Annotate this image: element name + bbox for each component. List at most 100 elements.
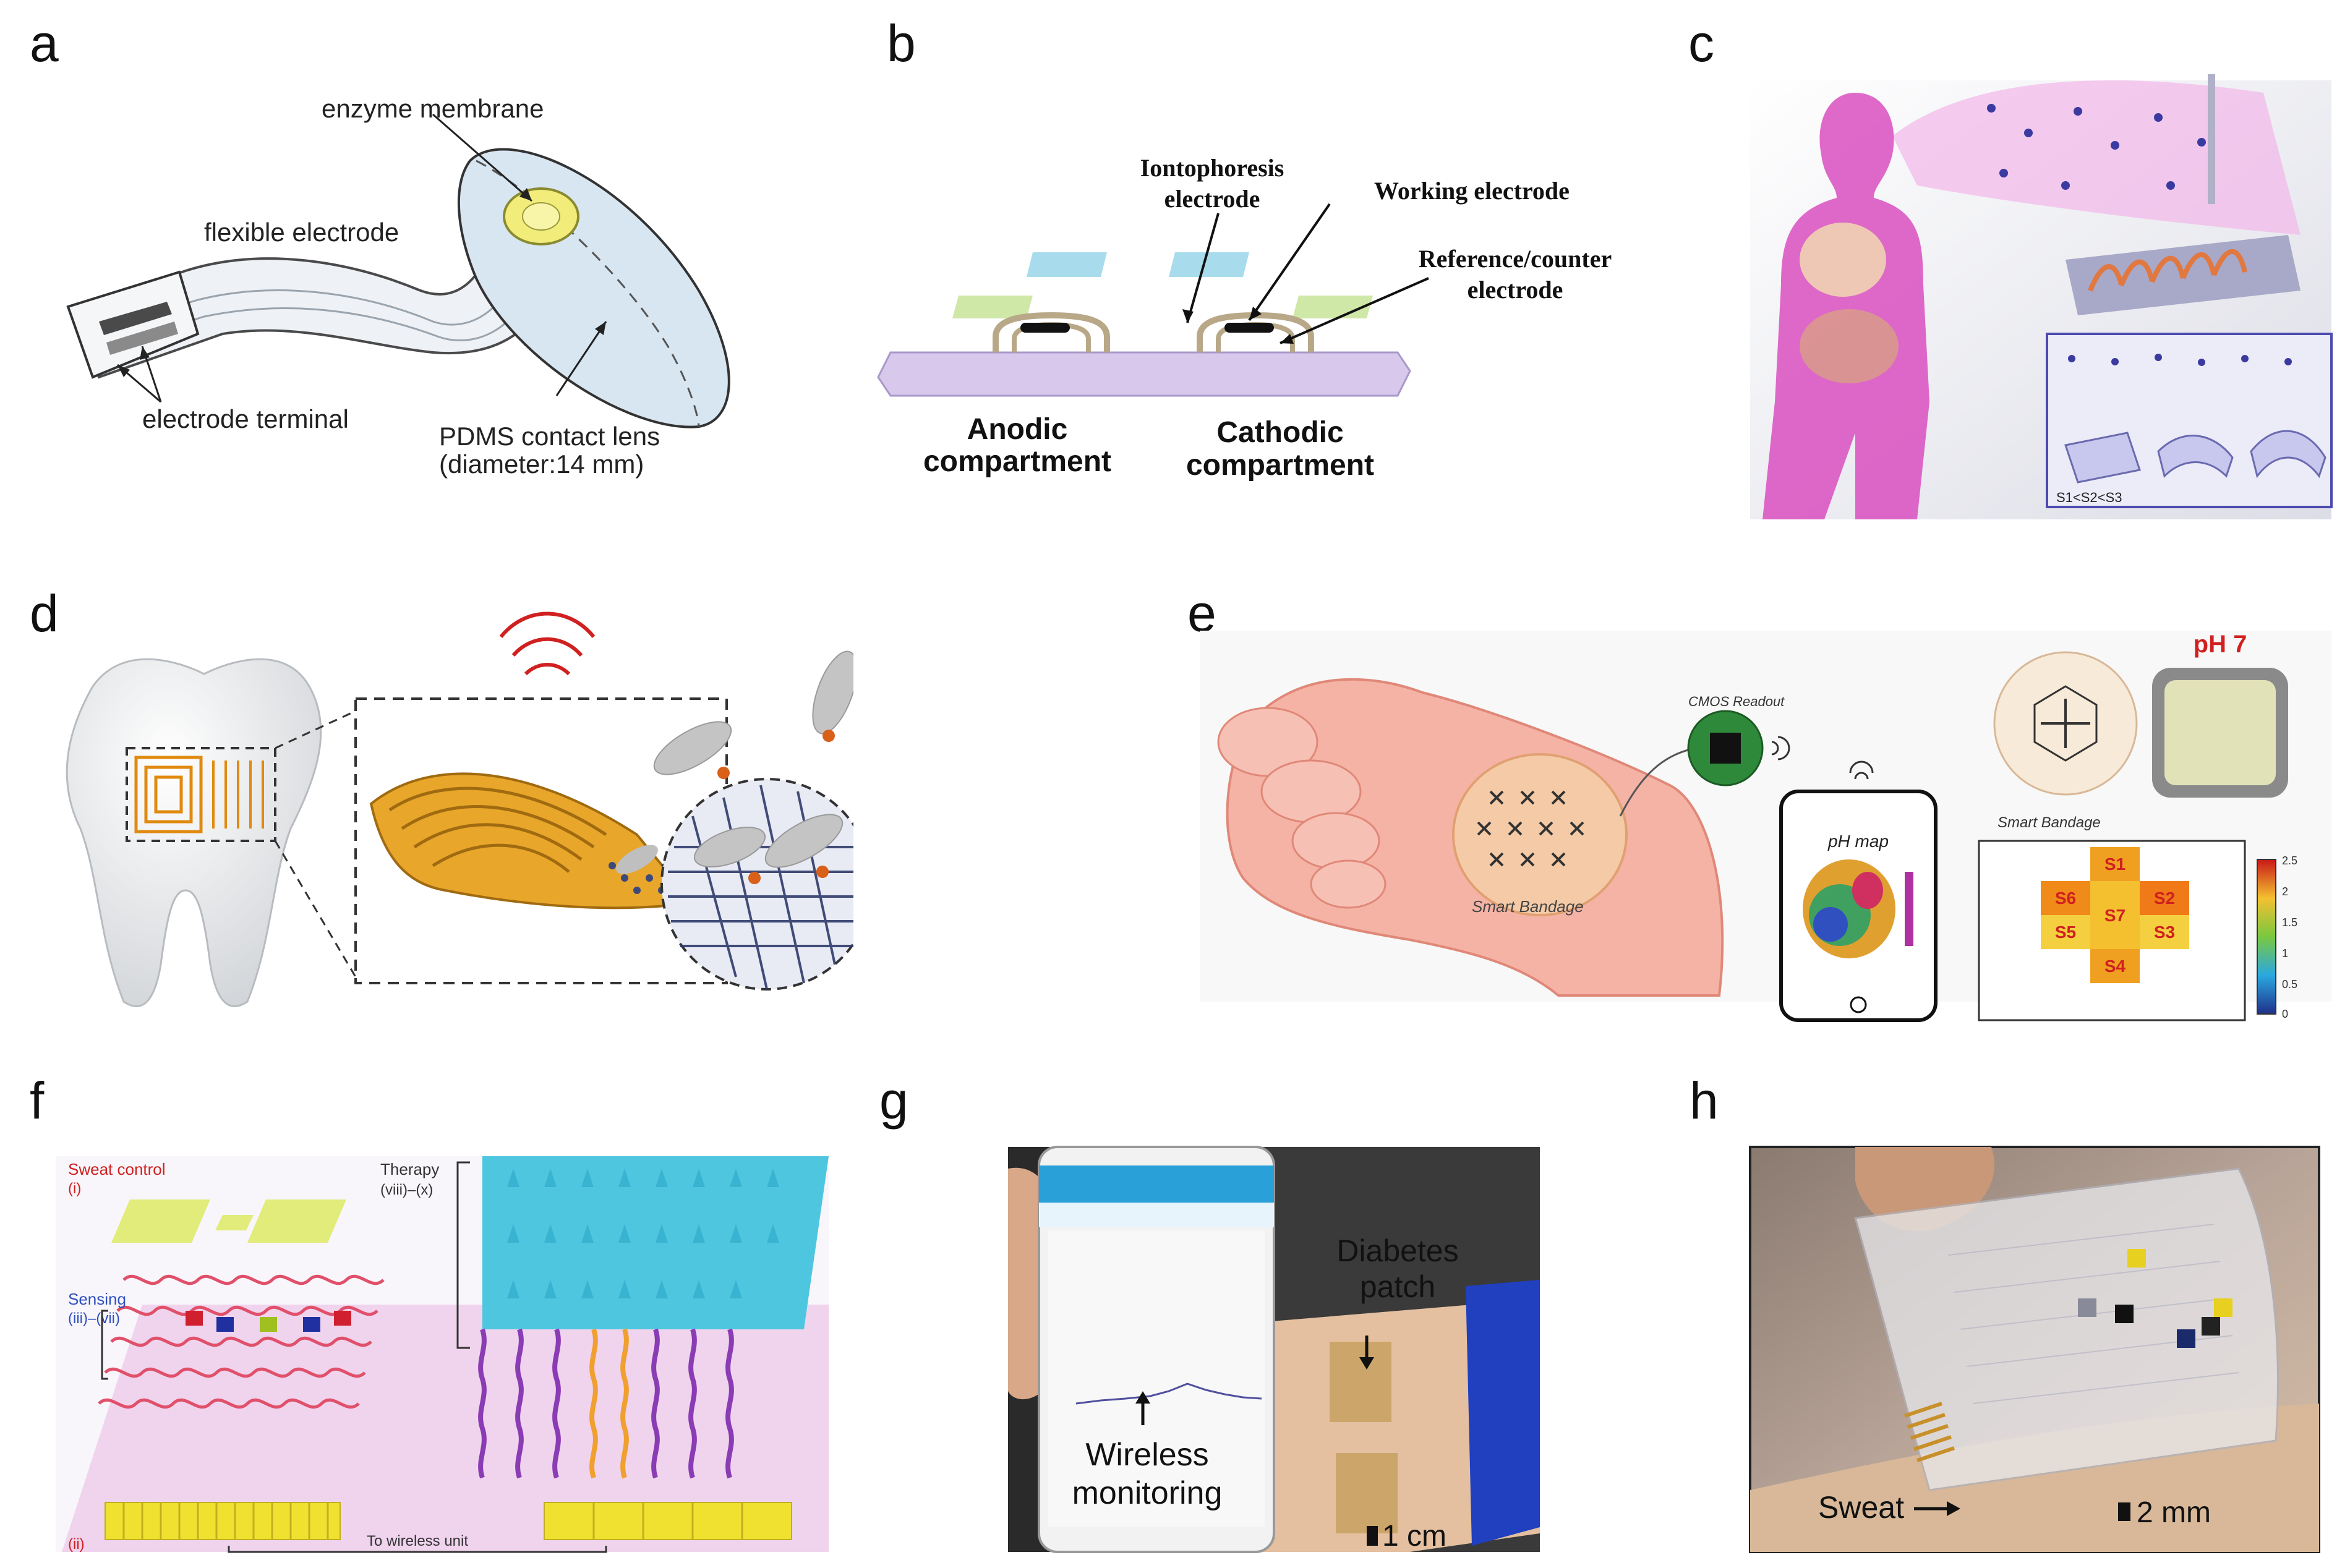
colorbar-tick-1.5: 1.5 [2282,916,2297,929]
panel-b: b Iontophoresis electrode Working electr… [853,0,1657,532]
substrate [877,351,1411,397]
label-smart-bandage-foot: Smart Bandage [1472,897,1584,916]
panel-label-d: d [30,584,59,642]
label-ph-map: pH map [1827,832,1889,851]
sensor-cell-s6 [2041,881,2090,915]
diabetes-patch-lower [1336,1453,1398,1533]
sensor-label-s7: S7 [2104,906,2126,925]
label-flexible-electrode: flexible electrode [204,218,399,247]
label-electrode-terminal: electrode terminal [142,404,349,433]
panel-d: d [0,569,853,1039]
heatmap-colorbar [2257,859,2276,1015]
intestines [1800,309,1899,383]
panel-label-c: c [1688,14,1714,72]
label-cathodic: Cathodic [1216,416,1343,449]
bacteria [653,650,853,868]
sweat-control-pad-mid [215,1215,254,1230]
diabetes-patch-upper [1330,1342,1391,1422]
graphene-lattice [660,778,853,991]
vapor-molecules [1987,104,2206,190]
panel-h: h Sweat [1670,1057,2337,1568]
diabetes-patch-photo: Diabetes patch Wireless monitoring 1 cm [1008,1146,1540,1553]
label-sweat-i: (i) [68,1180,81,1197]
label-therapy-range: (viii)–(x) [380,1182,433,1198]
sweat-control-pad-left [111,1199,210,1243]
contact-pads-left [105,1502,341,1540]
sensor-red-2 [334,1311,351,1326]
label-cmos-readout: CMOS Readout [1688,694,1785,709]
sensor-navy [2177,1329,2195,1348]
gold-contacts [1904,1402,1955,1462]
sweat-patch-illustration: Sweat control (i) Therapy (viii)–(x) [56,1156,829,1553]
sleeve [1466,1280,1540,1546]
sensor-black [2115,1305,2134,1323]
anodic-electrode [1020,323,1070,333]
label-scale-2mm: 2 mm [2137,1496,2211,1529]
colorbar-tick-2.5: 2.5 [2282,854,2297,867]
therapy-heater-mesh [478,1328,734,1479]
sensor-yellow [2127,1249,2146,1268]
panel-f: f Sweat control (i) Therapy (viii)–(x) [0,1057,841,1568]
colorbar-tick-2: 2 [2282,885,2288,898]
label-lens-diameter: (diameter:14 mm) [439,450,644,479]
sensor-cell-s3 [2140,915,2189,949]
tooth-sensor-illustration [66,611,853,1007]
sensor-label-s5: S5 [2055,922,2076,942]
sensor-label-s2: S2 [2154,888,2175,908]
label-sweat: Sweat [1818,1490,1904,1525]
label-sensing: Sensing [68,1290,126,1308]
transparent-sweat-patch [1854,1167,2279,1491]
iontophoresis-pad-anodic [1027,252,1107,277]
contact-lens-sensor-illustration: enzyme membrane flexible electrode elect… [66,94,730,479]
panel-label-f: f [30,1072,45,1130]
gold-coil-sensor [369,772,695,910]
smart-bandage-illustration: Smart Bandage CMOS Readout pH map Smart … [1200,631,2331,1022]
label-to-wireless-unit: To wireless unit [367,1533,468,1549]
label-cathodic-compartment: compartment [1186,449,1374,482]
sensor-cell-s1 [2090,847,2140,881]
label-anodic-compartment: compartment [923,445,1111,478]
graphene-mesh [668,785,853,990]
tooth-sensor-patch [126,747,276,842]
sensor-cell-s5 [2041,915,2090,949]
bandage-sensor-crosses [1477,790,1584,867]
scale-bar-2mm [2118,1502,2130,1521]
iontophoresis-sensor-illustration: Iontophoresis electrode Working electrod… [877,154,1612,482]
scale-bar-1cm [1367,1526,1378,1546]
exhaled-breath-plume [1892,80,2301,235]
sensor-black-2 [2202,1317,2220,1336]
label-reference-counter-electrode: electrode [1468,276,1563,304]
sensor-cell-s2 [2140,881,2189,915]
label-sweat-control: Sweat control [68,1160,166,1178]
tooth-coil [134,756,203,833]
forearm [1249,1305,1540,1552]
hydrogel-pad-anodic [952,296,1033,318]
sensor-red-1 [186,1311,203,1326]
label-sensing-range: (iii)–(vii) [68,1310,120,1327]
panel-label-g: g [879,1072,908,1130]
panel-label-b: b [887,14,916,72]
panel-g: g Diabetes patch Wireless monitoring 1 c… [853,1057,1558,1568]
label-ii: (ii) [68,1536,85,1553]
phone-screen [1048,1230,1265,1527]
sensor-blue-2 [303,1317,320,1332]
colorbar-tick-0.5: 0.5 [2282,978,2297,991]
label-smart-bandage-right: Smart Bandage [1997,814,2101,831]
human-body [1762,93,1929,519]
sensor-cell-s7 [2090,881,2140,949]
sensor-label-s1: S1 [2104,854,2126,874]
phone-wifi-icon [1849,761,1874,780]
panel-label-a: a [30,14,59,72]
colorbar-tick-0: 0 [2282,1008,2288,1020]
breath-sensor-illustration: S1<S2<S3 [1750,74,2333,519]
label-therapy: Therapy [380,1160,439,1178]
monitoring-trace [1075,1383,1262,1405]
ph-map-colorbar [1905,872,1913,946]
strain-inequality: S1<S2<S3 [2056,490,2122,505]
colorbar-tick-1: 1 [2282,947,2288,960]
sensor-gray [2078,1298,2096,1317]
label-diabetes: Diabetes [1336,1234,1458,1268]
label-ph7: pH 7 [2194,631,2247,658]
contact-lens-dome [457,148,730,428]
sensor-yellow-2 [2214,1298,2232,1317]
